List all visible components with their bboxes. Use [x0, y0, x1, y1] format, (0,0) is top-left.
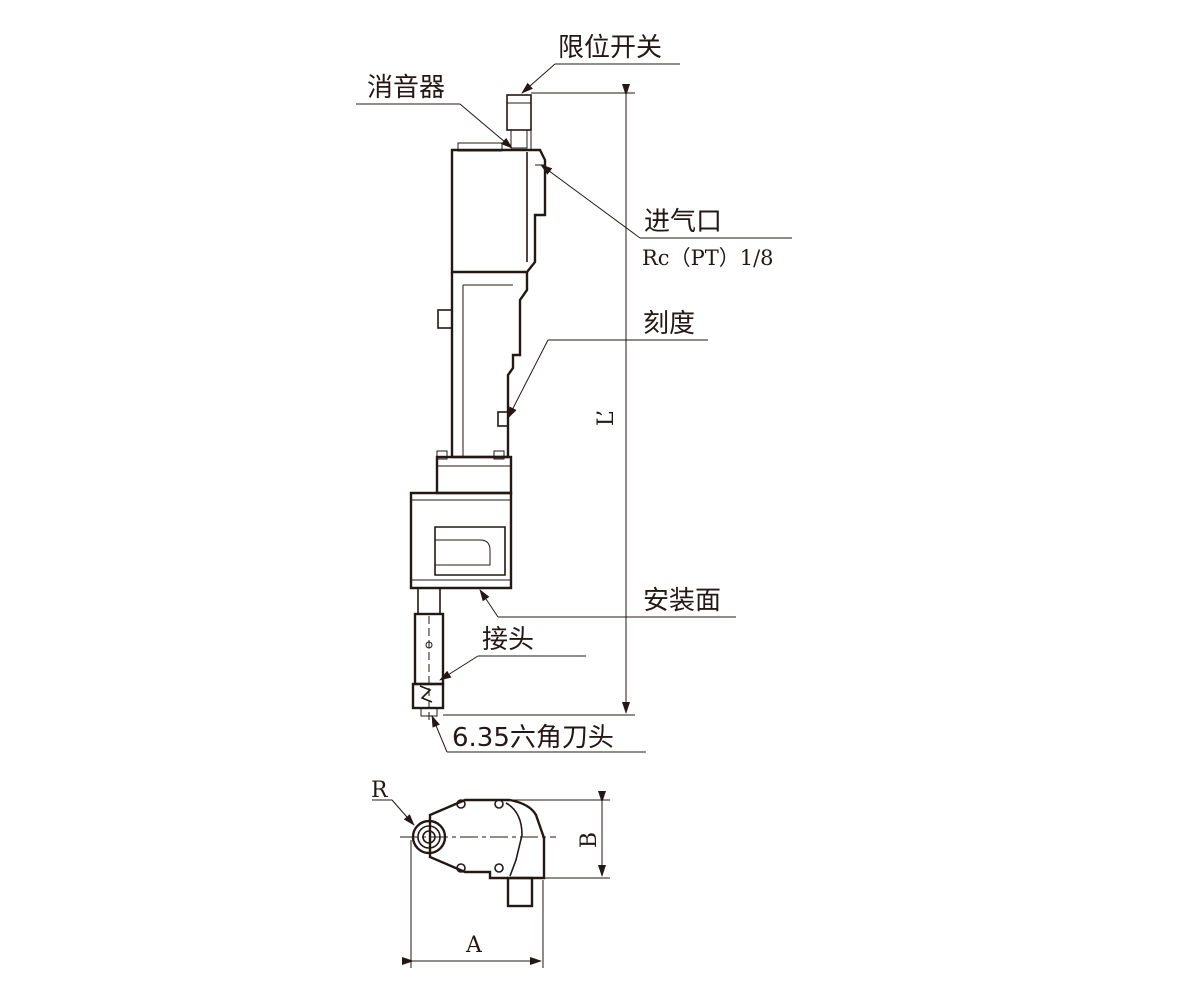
leader-radius: R — [371, 778, 415, 826]
label-scale: 刻度 — [643, 309, 695, 339]
label-dim-a: A — [465, 933, 483, 958]
leader-air-inlet: 进气口 Rc（PT）1/8 — [540, 164, 792, 270]
leader-limit-switch: 限位开关 — [521, 33, 680, 94]
label-muffler: 消音器 — [367, 73, 445, 103]
middle-tube — [437, 272, 529, 459]
dimension-l-label: L’ — [594, 410, 619, 426]
side-view — [409, 94, 547, 720]
label-air-inlet: 进气口 — [644, 207, 722, 237]
leader-scale: 刻度 — [507, 309, 708, 419]
limit-switch-part — [506, 94, 532, 150]
dimension-l: L’ — [443, 84, 635, 716]
gear-head — [409, 491, 513, 590]
label-limit-switch: 限位开关 — [558, 33, 662, 63]
leader-mounting-surface: 安装面 — [479, 586, 736, 618]
dimension-a: A — [402, 840, 544, 968]
label-radius: R — [371, 778, 389, 803]
label-air-inlet-thread: Rc（PT）1/8 — [642, 246, 774, 270]
joint-part — [411, 587, 445, 720]
bottom-view — [400, 798, 556, 908]
label-dim-b: B — [577, 832, 602, 848]
dimension-b: B — [512, 791, 610, 879]
motor-housing — [450, 142, 547, 274]
flange — [435, 450, 513, 495]
label-joint: 接头 — [482, 625, 534, 655]
leader-joint: 接头 — [439, 625, 586, 681]
label-mounting-surface: 安装面 — [643, 586, 721, 616]
leader-muffler: 消音器 — [356, 73, 513, 149]
leader-hex-bit: 6.35六角刀头 — [431, 715, 646, 753]
label-hex-bit: 6.35六角刀头 — [452, 723, 614, 753]
